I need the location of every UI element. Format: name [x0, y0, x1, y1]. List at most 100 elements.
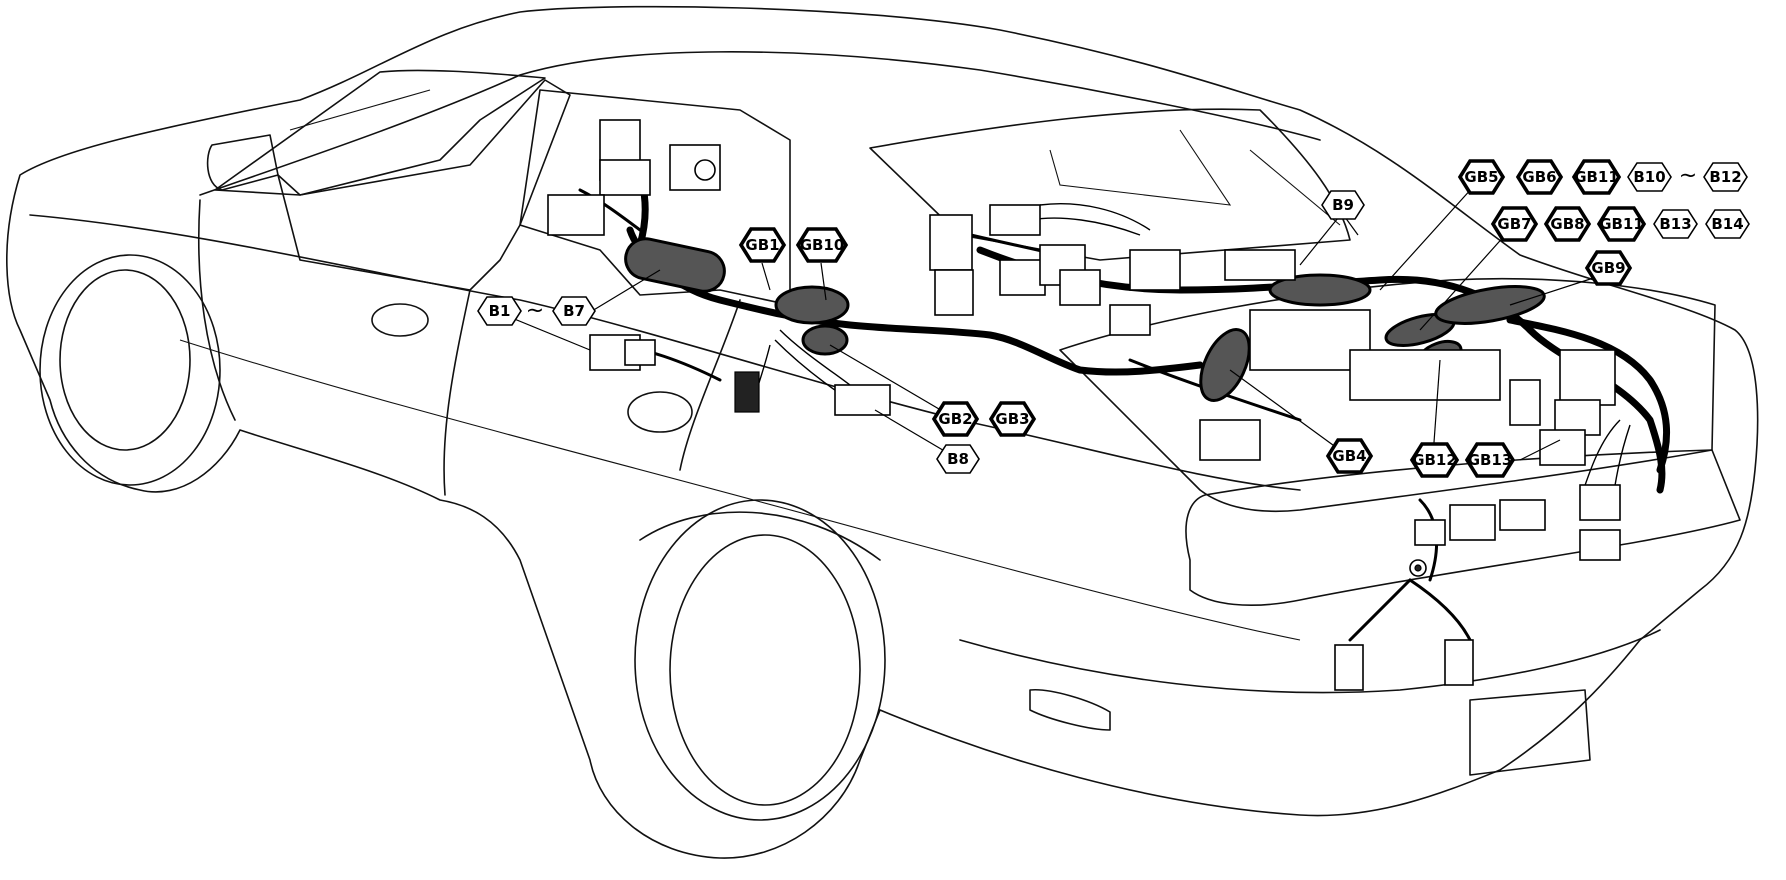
wiring-harness: [578, 146, 1671, 642]
wire-bundle-1: [779, 329, 851, 386]
leader-gb2: [829, 344, 957, 420]
connector-b8: [834, 384, 891, 416]
svg-text:GB12: GB12: [1412, 451, 1457, 469]
rear-door-handle: [627, 391, 693, 433]
callout-labels: B1 ~ B7 GB1 GB10 GB2 GB3 B8: [477, 159, 1750, 478]
svg-text:GB11: GB11: [1599, 215, 1644, 233]
connector-trunk-5: [1579, 484, 1621, 521]
leader-gb13: [1519, 439, 1561, 461]
ground-bolt-center: [1414, 564, 1422, 572]
label-b7: B7: [552, 296, 596, 326]
svg-text:B12: B12: [1709, 168, 1741, 186]
branch-wire-1: [578, 188, 642, 232]
front-wheel: [59, 269, 191, 451]
grommets: [624, 237, 1546, 402]
connector-trunk-7: [1449, 504, 1496, 541]
connector-trunk-3: [1554, 399, 1601, 436]
svg-text:GB5: GB5: [1464, 168, 1498, 186]
roof-line: [199, 51, 1321, 196]
leader-gb5: [1379, 176, 1483, 291]
belt-line: [29, 214, 1301, 491]
label-gb11-top: GB11: [1571, 159, 1622, 195]
front-wheel-arch: [39, 254, 221, 486]
label-gb5: GB5: [1457, 159, 1506, 195]
connector-deck-8: [1109, 304, 1151, 336]
leader-gb7: [1419, 223, 1516, 331]
label-gb13: GB13: [1464, 442, 1516, 478]
front-door-edge: [198, 199, 236, 421]
label-b13: B13: [1653, 209, 1698, 239]
leader-gb10: [820, 262, 827, 301]
connector-trunk-2: [1509, 379, 1541, 426]
roof-outline: [6, 5, 1759, 859]
connector-trunk-9: [1414, 519, 1446, 546]
rear-door-rear-edge: [679, 299, 741, 471]
rear-window-line: [1249, 149, 1341, 226]
tail-panel: [1185, 449, 1741, 606]
leader-b7: [591, 269, 661, 312]
leader-gb4: [1229, 369, 1349, 457]
rear-reflector: [1029, 689, 1111, 731]
deck-harness: [976, 246, 1666, 494]
svg-text:GB8: GB8: [1550, 215, 1584, 233]
label-b10-b12-separator: ~: [1679, 164, 1697, 189]
connector-deck-7: [1129, 249, 1181, 291]
license-plate: [1469, 689, 1591, 776]
svg-text:GB7: GB7: [1497, 215, 1531, 233]
rear-wheel: [669, 534, 861, 806]
label-gb8: GB8: [1543, 206, 1592, 242]
front-door-handle: [371, 303, 429, 337]
rear-window-inner: [1049, 129, 1232, 206]
windshield-inner: [289, 89, 431, 131]
connectors: [547, 119, 1621, 691]
label-gb4: GB4: [1325, 438, 1374, 474]
rear-wheel-arch: [634, 499, 886, 821]
svg-text:B10: B10: [1633, 168, 1665, 186]
grommet-deck-1: [1268, 273, 1372, 307]
label-b14: B14: [1705, 209, 1750, 239]
label-gb12: GB12: [1409, 442, 1460, 478]
connector-trunk-4: [1539, 429, 1586, 466]
svg-text:B7: B7: [563, 302, 585, 320]
rear-fender: [639, 511, 881, 561]
leader-b9: [1299, 212, 1343, 266]
connector-deck-1: [929, 214, 973, 271]
connector-gb4: [1199, 419, 1261, 461]
branch-wire-6: [1408, 578, 1472, 642]
connector-pillar: [734, 371, 760, 413]
svg-text:GB11: GB11: [1574, 168, 1619, 186]
label-b1: B1: [477, 296, 522, 326]
branch-wire-5: [1348, 578, 1412, 642]
connector-deck-3: [989, 204, 1041, 236]
rear-bumper: [959, 629, 1661, 694]
label-b12: B12: [1703, 162, 1748, 192]
connector-deck-6: [1059, 269, 1101, 306]
label-gb11-bottom: GB11: [1596, 206, 1647, 242]
leader-gb12: [1432, 359, 1441, 457]
svg-text:B13: B13: [1659, 215, 1691, 233]
connector-trunk-6: [1579, 529, 1621, 561]
connector-b1-2: [624, 339, 656, 366]
label-gb6: GB6: [1515, 159, 1564, 195]
svg-text:B1: B1: [489, 302, 511, 320]
car-body: [6, 5, 1759, 859]
label-b9: B9: [1321, 190, 1365, 220]
label-b1-b7-separator: ~: [526, 299, 544, 324]
front-door-window: [277, 79, 571, 291]
trunk-lid: [1059, 277, 1716, 513]
grommet-pillar-1: [774, 285, 850, 325]
rear-door-front-edge: [443, 289, 471, 496]
label-b8: B8: [936, 444, 980, 474]
connector-trunk-8: [1499, 499, 1546, 531]
trunk-right-harness: [1506, 316, 1671, 474]
leader-gb1: [761, 262, 771, 291]
rear-door-opening: [519, 89, 791, 306]
wire-bundle-5: [1039, 203, 1151, 231]
connector-trunk-1: [1559, 349, 1616, 406]
license-lamp-left: [1334, 644, 1364, 691]
connector-b9: [1224, 249, 1296, 281]
wire-bundle-4: [1029, 217, 1141, 236]
connector-deck-2: [934, 269, 974, 316]
label-gb1: GB1: [738, 227, 787, 263]
